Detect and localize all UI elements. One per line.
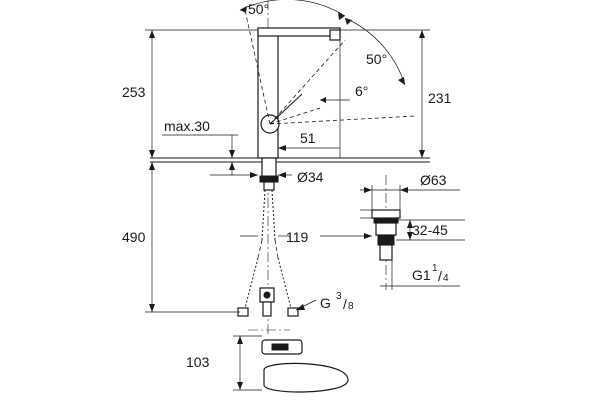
hose-length-label: 490	[122, 229, 146, 245]
thread-inlet-label: G 3 / 8	[320, 291, 354, 312]
thread-inlet-num: 3	[336, 291, 342, 302]
angle-right-label: 50°	[366, 51, 387, 67]
drain-thread-g1: G1	[412, 267, 431, 283]
drain-thread-den: 4	[443, 273, 449, 284]
nut	[259, 175, 279, 183]
angle-small-label: 6°	[355, 83, 368, 99]
drain-thread-slash: /	[438, 268, 442, 284]
spout-tip	[329, 29, 341, 41]
lever-top-view	[233, 329, 349, 393]
drain-view	[320, 175, 465, 290]
angle-top-label: 50°	[248, 1, 269, 17]
shank	[261, 157, 277, 179]
thread-inlet-g: G	[320, 295, 331, 311]
spout-height-label: 231	[428, 90, 452, 106]
hole-diameter-label: Ø34	[297, 169, 324, 185]
drain-thread-label: G1 1 / 4	[412, 263, 449, 284]
lever-height-label: 103	[186, 354, 210, 370]
reach-label: 51	[300, 130, 316, 146]
faucet-side-view	[145, 0, 430, 335]
height-total-label: 253	[122, 84, 146, 100]
faucet-body	[257, 29, 279, 159]
thread-inlet-den: 8	[348, 301, 354, 312]
drain-range-label: 32-45	[412, 222, 448, 238]
drain-diameter-label: Ø63	[420, 172, 447, 188]
spout	[257, 27, 341, 37]
max-deck-label: max.30	[164, 118, 210, 134]
lever-plate	[263, 362, 349, 393]
drain-cap	[371, 209, 401, 219]
drain-thread-num: 1	[432, 263, 438, 274]
shank-length-label: 119	[286, 229, 309, 245]
thread-inlet-slash: /	[343, 296, 347, 312]
